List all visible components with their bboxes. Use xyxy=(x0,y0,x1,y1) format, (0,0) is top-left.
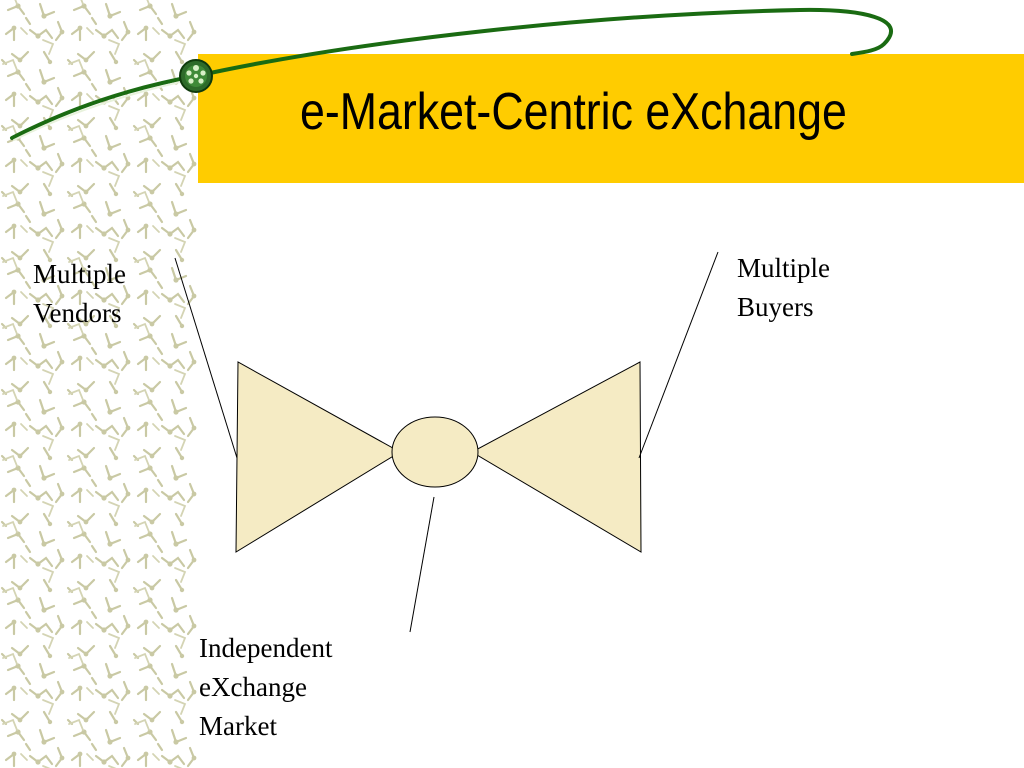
title-swoosh xyxy=(10,7,893,140)
vendors-connector xyxy=(174,257,238,459)
exchange-market-ellipse xyxy=(391,416,479,488)
network-node-icon xyxy=(179,59,213,93)
vendors-label-line: Multiple xyxy=(33,259,126,289)
market-label: Independent eXchange Market xyxy=(199,629,332,746)
swoosh-glow xyxy=(13,81,181,141)
market-label-line: Market xyxy=(199,711,277,741)
vendors-label-line: Vendors xyxy=(33,298,122,328)
market-label-line: eXchange xyxy=(199,672,307,702)
buyers-label-line: Multiple xyxy=(737,253,830,283)
buyers-label: Multiple Buyers xyxy=(737,249,830,327)
vendors-label: Multiple Vendors xyxy=(33,255,126,333)
title-band xyxy=(198,54,1024,183)
buyers-label-line: Buyers xyxy=(737,292,814,322)
slide-title: e-Market-Centric eXchange xyxy=(300,83,847,141)
market-label-line: Independent xyxy=(199,633,333,663)
vendors-triangle xyxy=(235,361,401,553)
market-connector xyxy=(409,496,435,633)
buyers-triangle xyxy=(470,361,642,553)
buyers-connector xyxy=(638,251,719,459)
